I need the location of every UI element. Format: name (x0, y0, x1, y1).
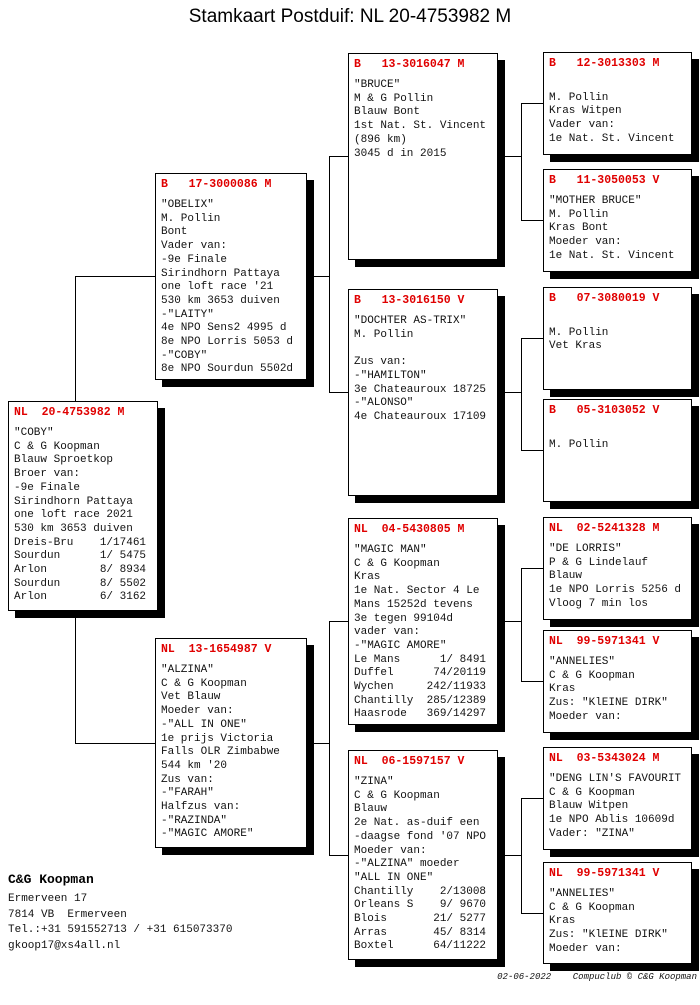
pedigree-box-ggp-4: B 05-3103052 V M. Pollin (543, 399, 692, 502)
ring-number: NL 04-5430805 M (354, 523, 465, 536)
pedigree-box-ggp-6: NL 99-5971341 V "ANNELIES" C & G Koopman… (543, 630, 692, 733)
connector-line (521, 568, 522, 681)
connector-line (329, 621, 348, 622)
ring-number: NL 13-1654987 V (161, 643, 272, 656)
pigeon-details: M. Pollin Kras Witpen Vader van: 1e Nat.… (549, 91, 675, 145)
connector-line (498, 156, 521, 157)
ring-number: B 05-3103052 V (549, 404, 660, 417)
ring-number: B 12-3013303 M (549, 57, 660, 70)
connector-line (521, 450, 543, 451)
pigeon-details: "ALZINA" C & G Koopman Vet Blauw Moeder … (161, 664, 280, 841)
connector-line (521, 913, 543, 914)
connector-line (521, 103, 522, 220)
connector-line (498, 621, 521, 622)
pedigree-box-dams-sire: NL 04-5430805 M "MAGIC MAN" C & G Koopma… (348, 518, 498, 725)
pigeon-details: M. Pollin (549, 438, 609, 451)
pigeon-details: "ZINA" C & G Koopman Blauw 2e Nat. as-du… (354, 776, 487, 953)
pedigree-box-sires-dam: B 13-3016150 V "DOCHTER AS-TRIX" M. Poll… (348, 289, 498, 496)
pedigree-box-ggp-8: NL 99-5971341 V "ANNELIES" C & G Koopman… (543, 862, 692, 964)
connector-line (521, 338, 522, 450)
pigeon-details: "ANNELIES" C & G Koopman Kras Zus: "KlEI… (549, 656, 668, 723)
ring-number: NL 99-5971341 V (549, 635, 660, 648)
connector-line (521, 798, 543, 799)
connector-line (498, 392, 521, 393)
connector-line (329, 156, 348, 157)
ring-number: B 07-3080019 V (549, 292, 660, 305)
pigeon-details: "MAGIC MAN" C & G Koopman Kras 1e Nat. S… (354, 544, 487, 721)
pedigree-box-dams-dam: NL 06-1597157 V "ZINA" C & G Koopman Bla… (348, 750, 498, 960)
pigeon-details: "DENG LIN'S FAVOURIT C & G Koopman Blauw… (549, 773, 682, 840)
pedigree-box-sire: B 17-3000086 M "OBELIX" M. Pollin Bont V… (155, 173, 307, 380)
ring-number: B 17-3000086 M (161, 178, 272, 191)
pedigree-box-ggp-7: NL 03-5343024 M "DENG LIN'S FAVOURIT C &… (543, 747, 692, 850)
ring-number: B 13-3016047 M (354, 58, 465, 71)
pigeon-details: "ANNELIES" C & G Koopman Kras Zus: "KlEI… (549, 888, 668, 955)
connector-line (75, 611, 76, 743)
connector-line (307, 276, 329, 277)
connector-line (329, 855, 348, 856)
connector-line (75, 276, 155, 277)
connector-line (521, 681, 543, 682)
ring-number: NL 06-1597157 V (354, 755, 465, 768)
connector-line (498, 855, 521, 856)
connector-line (521, 338, 543, 339)
ring-number: NL 03-5343024 M (549, 752, 660, 765)
ring-number: NL 99-5971341 V (549, 867, 660, 880)
pigeon-details: M. Pollin Vet Kras (549, 326, 609, 353)
page-title: Stamkaart Postduif: NL 20-4753982 M (188, 6, 512, 27)
connector-line (329, 156, 330, 392)
ring-number: B 13-3016150 V (354, 294, 465, 307)
connector-line (521, 220, 543, 221)
pigeon-details: "MOTHER BRUCE" M. Pollin Kras Bont Moede… (549, 195, 675, 262)
ring-number: NL 02-5241328 M (549, 522, 660, 535)
connector-line (521, 568, 543, 569)
pedigree-box-ggp-5: NL 02-5241328 M "DE LORRIS" P & G Lindel… (543, 517, 692, 620)
print-credit: 02-06-2022 Compuclub © C&G Koopman (497, 972, 697, 982)
pigeon-details: "DE LORRIS" P & G Lindelauf Blauw 1e NPO… (549, 543, 682, 610)
connector-line (329, 392, 348, 393)
pigeon-details: "OBELIX" M. Pollin Bont Vader van: -9e F… (161, 199, 294, 376)
loft-owner-name: C&G Koopman (8, 872, 94, 887)
ring-number: B 11-3050053 V (549, 174, 660, 187)
pedigree-box-sires-sire: B 13-3016047 M "BRUCE" M & G Pollin Blau… (348, 53, 498, 260)
connector-line (75, 743, 155, 744)
connector-line (521, 103, 543, 104)
connector-line (329, 621, 330, 855)
connector-line (521, 798, 522, 913)
pedigree-box-subject: NL 20-4753982 M "COBY" C & G Koopman Bla… (8, 401, 158, 611)
connector-line (307, 743, 329, 744)
pedigree-box-ggp-2: B 11-3050053 V "MOTHER BRUCE" M. Pollin … (543, 169, 692, 272)
pigeon-details: "BRUCE" M & G Pollin Blauw Bont 1st Nat.… (354, 79, 487, 160)
connector-line (75, 276, 76, 401)
ring-number: NL 20-4753982 M (14, 406, 125, 419)
pigeon-details: "COBY" C & G Koopman Blauw Sproetkop Bro… (14, 427, 147, 604)
pedigree-box-ggp-1: B 12-3013303 M M. Pollin Kras Witpen Vad… (543, 52, 692, 155)
pigeon-details: "DOCHTER AS-TRIX" M. Pollin Zus van: -"H… (354, 315, 487, 423)
pedigree-box-ggp-3: B 07-3080019 V M. Pollin Vet Kras (543, 287, 692, 390)
pedigree-box-dam: NL 13-1654987 V "ALZINA" C & G Koopman V… (155, 638, 307, 848)
loft-address: Ermerveen 17 7814 VB Ermerveen Tel.:+31 … (8, 893, 233, 952)
